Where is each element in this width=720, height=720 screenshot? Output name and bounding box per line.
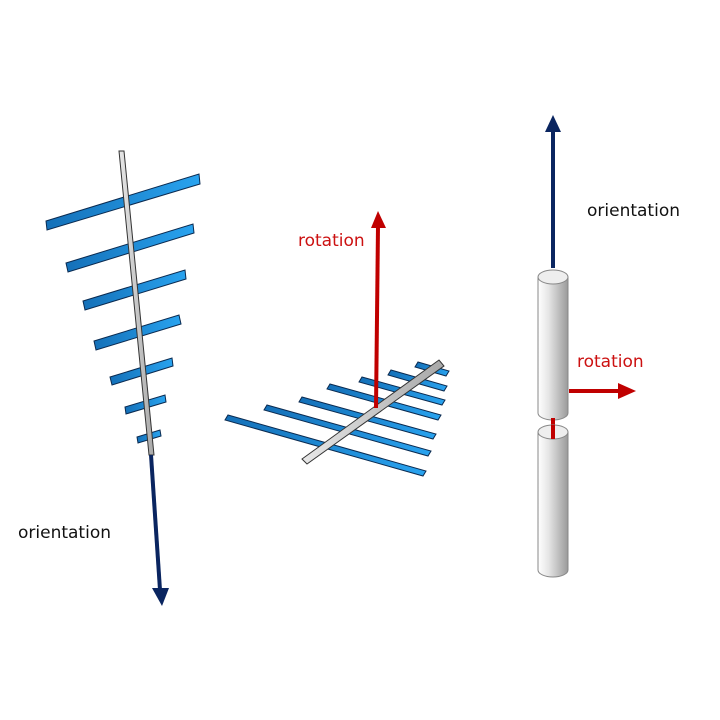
rotation-label-middle: rotation (298, 231, 365, 251)
dipole-antenna: orientation rotation (537, 115, 680, 578)
orientation-label-right: orientation (587, 201, 680, 221)
dipole-upper-cylinder (537, 269, 569, 421)
orientation-arrow-left (149, 454, 169, 606)
rotation-arrow-middle (371, 211, 386, 409)
yagi-flat-boom (301, 359, 445, 465)
dipole-lower-cylinder (537, 424, 569, 578)
rotation-label-right: rotation (577, 352, 644, 372)
yagi-vertical-boom (118, 150, 155, 456)
yagi-vertical-elements (45, 173, 201, 444)
yagi-element (45, 173, 201, 231)
yagi-flat-antenna: rotation (224, 211, 450, 477)
yagi-vertical-antenna: orientation (18, 150, 201, 606)
orientation-label-left: orientation (18, 523, 111, 543)
rotation-arrow-right (569, 383, 636, 399)
orientation-arrow-right (545, 115, 561, 268)
